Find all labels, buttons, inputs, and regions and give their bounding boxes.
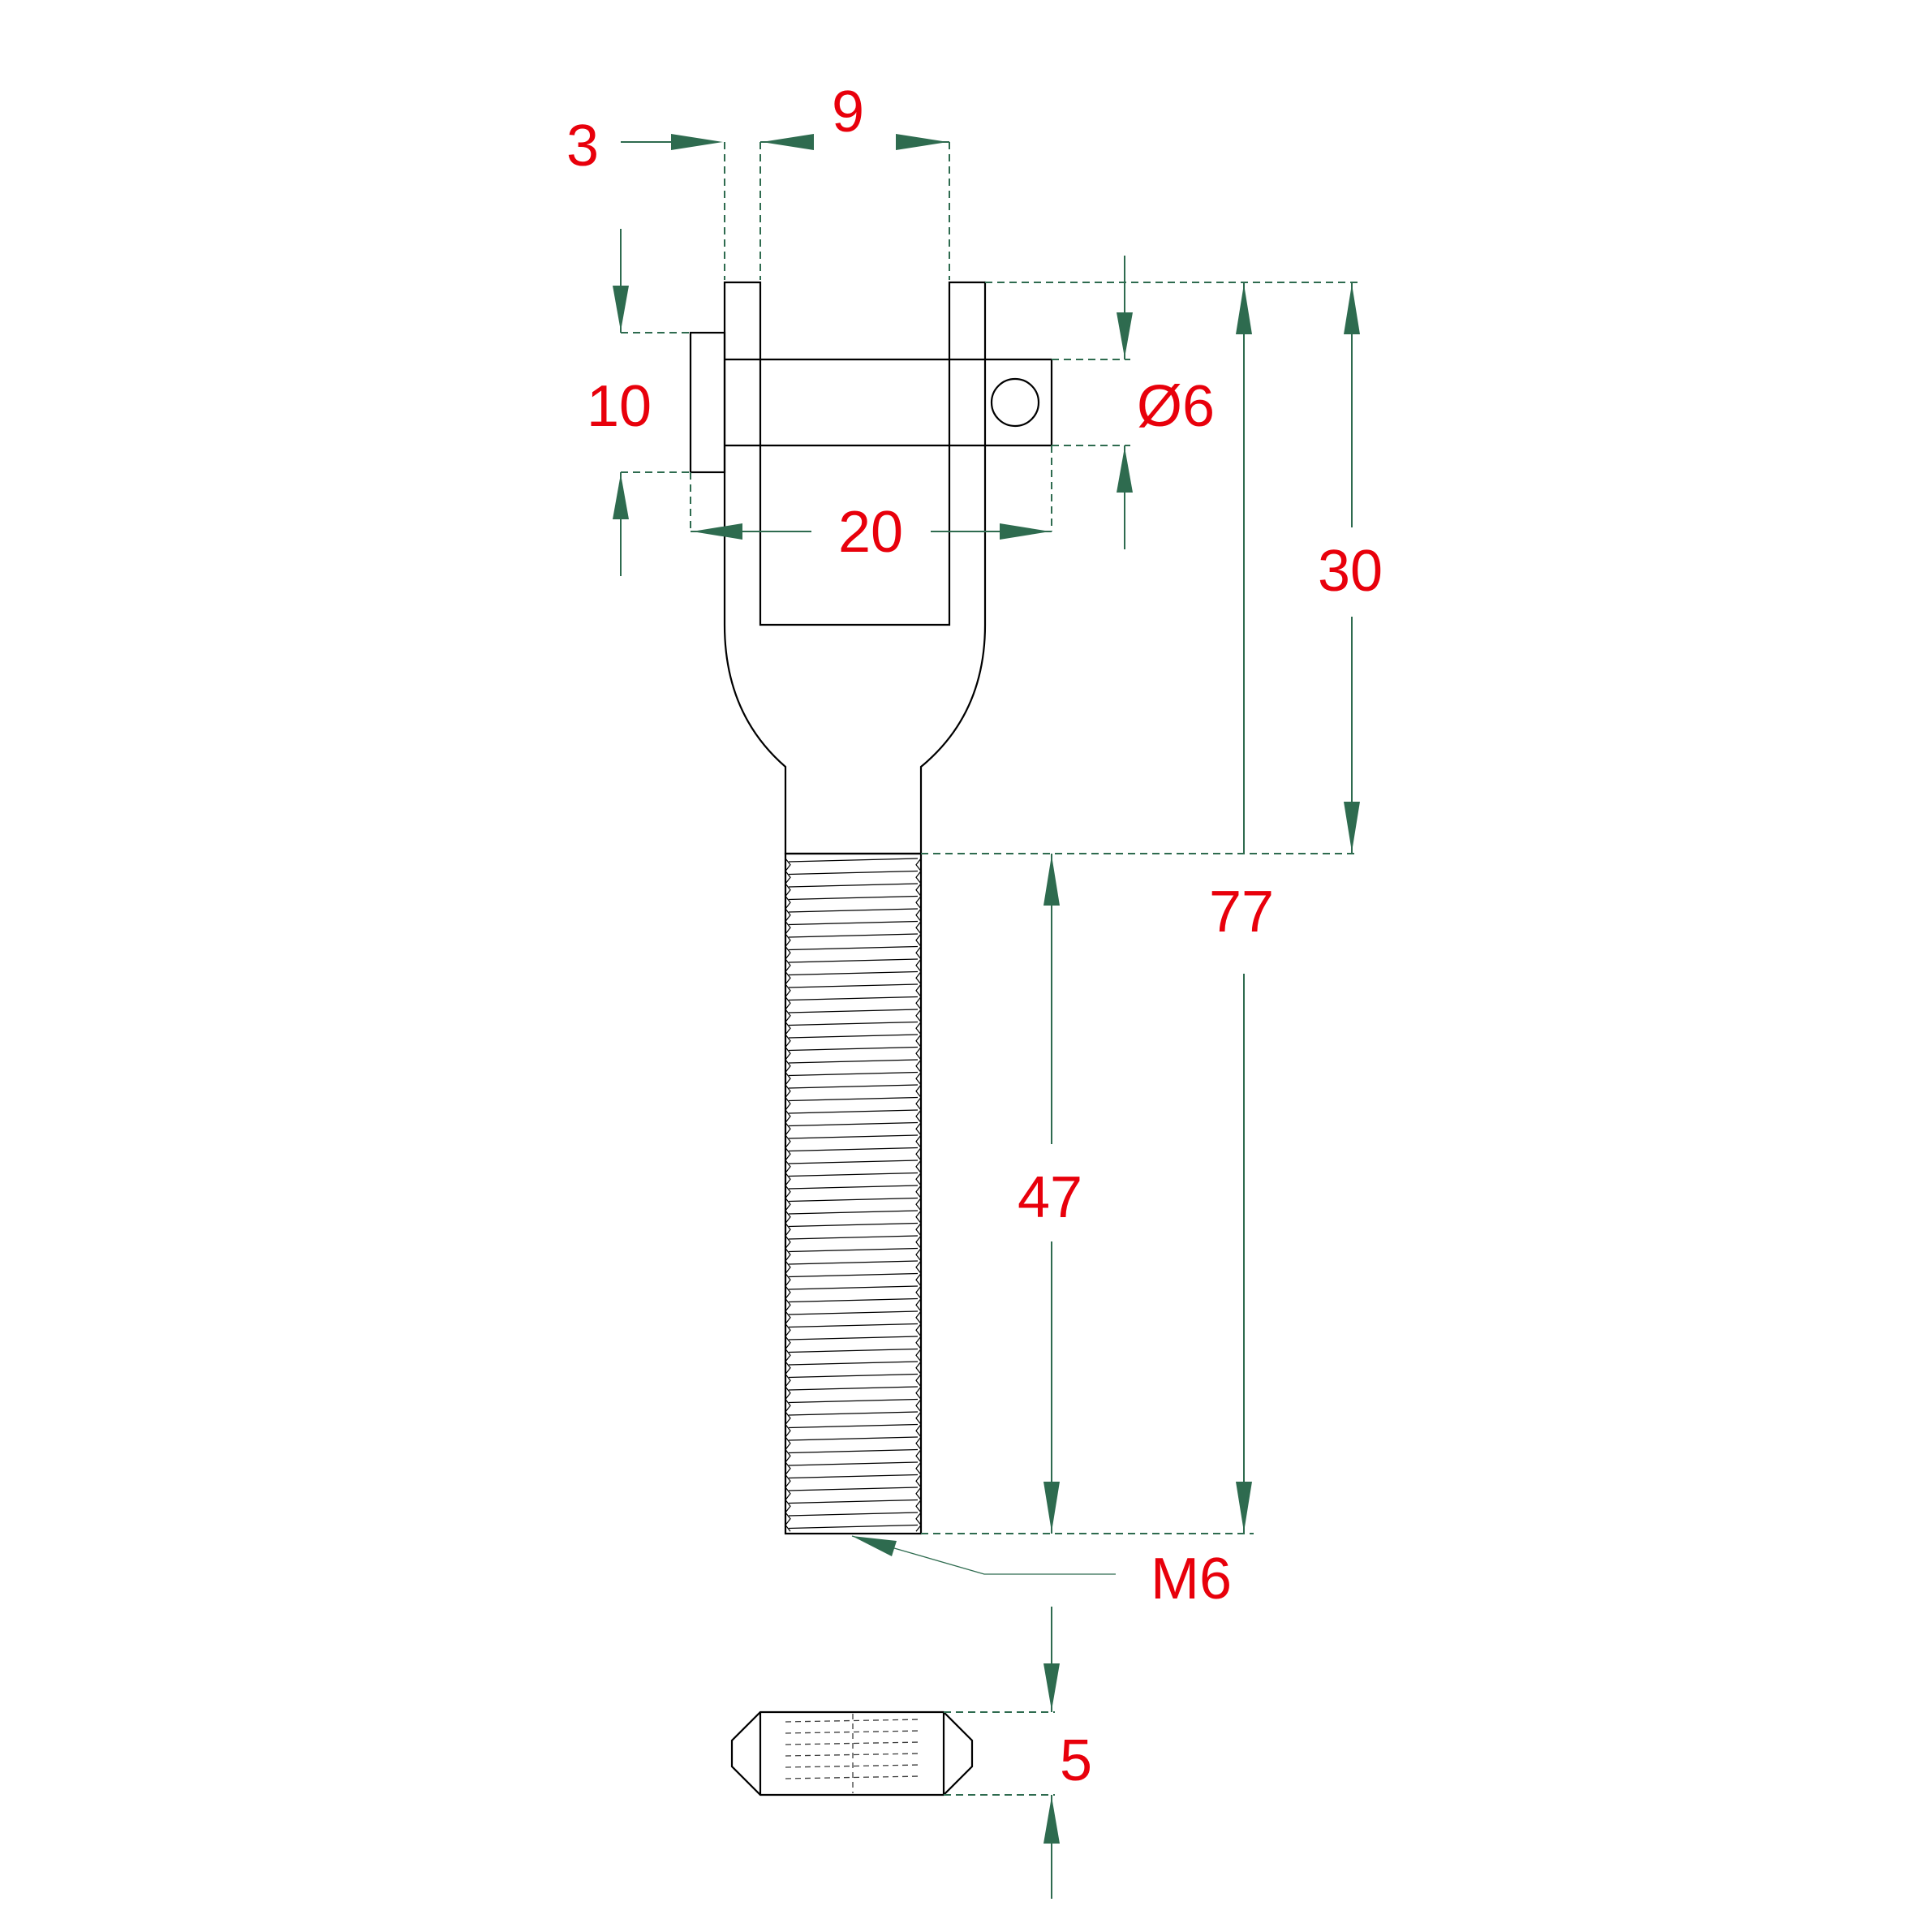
thread-line <box>788 1021 919 1026</box>
thread-line <box>788 996 919 1001</box>
nut-thread-line <box>785 1775 922 1779</box>
dim-jaw-gap: 9 <box>832 80 864 144</box>
nut-thread-line <box>785 1741 922 1745</box>
thread-line <box>788 883 919 888</box>
thread-line <box>788 1411 919 1416</box>
extension-lines <box>621 142 1358 1796</box>
dim-pin-length: 20 <box>838 500 903 565</box>
threaded-shank <box>784 852 923 1535</box>
thread-line <box>788 1172 919 1177</box>
arrowheads <box>613 134 1360 1844</box>
dim-pin-diameter: Ø6 <box>1137 374 1215 439</box>
thread-line <box>788 1071 919 1077</box>
dim-thread-length: 47 <box>1018 1165 1082 1230</box>
thread-line <box>788 1210 919 1215</box>
thread-line <box>788 1512 919 1517</box>
dimension-labels: 3 9 10 Ø6 20 30 77 47 M6 5 <box>566 80 1383 1793</box>
thread-line <box>788 895 919 901</box>
thread-line <box>788 908 919 913</box>
dim-pin-head: 10 <box>587 374 652 439</box>
thread-line <box>788 1386 919 1391</box>
thread-line <box>788 970 919 976</box>
nut-thread-line <box>785 1764 922 1768</box>
thread-line <box>788 1323 919 1328</box>
thread-line <box>788 1147 919 1152</box>
thread-line <box>788 1436 919 1441</box>
thread-line <box>788 1185 919 1190</box>
thread-line <box>788 1336 919 1340</box>
thread-line <box>788 1009 919 1013</box>
thread-line <box>788 870 919 876</box>
clevis-pin <box>689 331 1053 474</box>
nut-thread-line <box>785 1719 922 1723</box>
thread-line <box>788 1423 919 1429</box>
thread-line <box>788 1059 919 1064</box>
thread-line <box>788 1474 919 1479</box>
thread-line <box>788 1235 919 1240</box>
thread-line <box>788 1096 919 1102</box>
thread-line <box>788 1134 919 1139</box>
thread-line <box>788 1084 919 1089</box>
thread-crest <box>915 858 922 1532</box>
thread-line <box>788 1487 919 1491</box>
thread-line <box>788 1398 919 1404</box>
nut-thread-line <box>785 1753 922 1757</box>
thread-line <box>788 1297 919 1303</box>
thread-line <box>788 1034 919 1039</box>
thread-line <box>788 1046 919 1052</box>
thread-line <box>788 1197 919 1203</box>
thread-line <box>788 1285 919 1290</box>
thread-line <box>788 1361 919 1366</box>
thread-line <box>788 945 919 951</box>
thread-line <box>788 958 919 963</box>
thread-line <box>788 1247 919 1253</box>
thread-line <box>788 858 919 863</box>
thread-line <box>788 1499 919 1504</box>
dim-prong-thickness: 3 <box>566 114 599 179</box>
thread-line <box>788 1373 919 1379</box>
thread-line <box>788 1310 919 1315</box>
thread-line <box>788 1109 919 1114</box>
thread-line <box>788 1524 919 1530</box>
dimension-lines <box>620 141 1353 1899</box>
thread-line <box>788 933 919 938</box>
thread-line <box>788 1222 919 1228</box>
thread-line <box>788 1272 919 1278</box>
thread-line <box>788 1348 919 1353</box>
thread-line <box>788 1121 919 1127</box>
thread-line <box>788 1448 919 1454</box>
thread-line <box>788 983 919 988</box>
dim-thread-size: M6 <box>1151 1547 1232 1611</box>
hex-nut <box>730 1710 974 1796</box>
fork-body <box>723 281 987 855</box>
dim-overall-length: 77 <box>1209 880 1274 944</box>
nut-thread-line <box>785 1730 922 1734</box>
thread-line <box>788 1160 919 1164</box>
thread-line <box>788 1260 919 1265</box>
thread-line <box>788 1461 919 1466</box>
thread-crest <box>785 858 791 1532</box>
thread-line <box>788 920 919 926</box>
dim-nut-height: 5 <box>1060 1728 1092 1793</box>
dim-fork-length: 30 <box>1318 539 1383 604</box>
